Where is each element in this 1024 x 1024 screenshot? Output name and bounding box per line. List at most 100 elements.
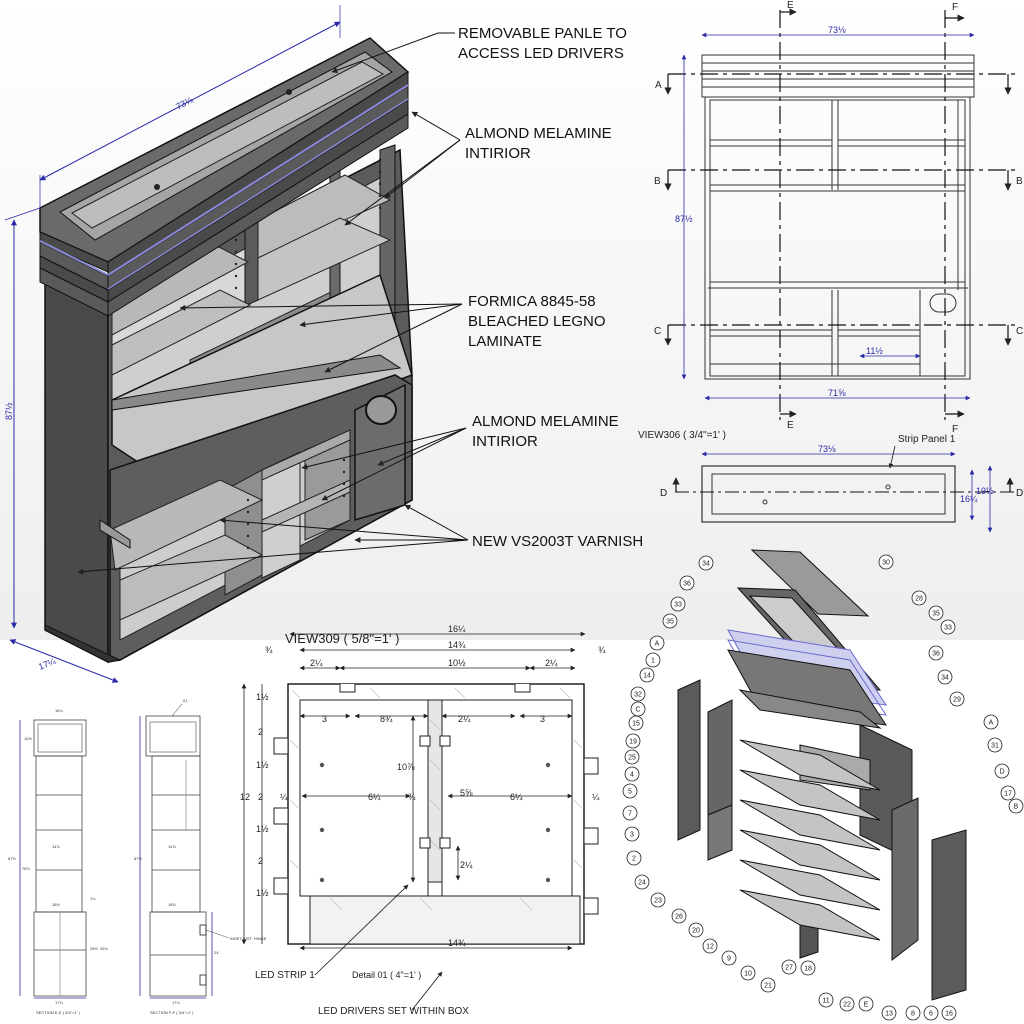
balloon-23: 23 <box>650 892 666 908</box>
balloon-25: 25 <box>624 749 640 765</box>
balloon-29: 29 <box>949 691 965 707</box>
balloon-A: A <box>983 714 999 730</box>
callout-formica-1: FORMICA 8845-58 <box>468 293 596 310</box>
balloon-label: 32 <box>634 692 642 699</box>
callout-almond-1: ALMOND MELAMINE <box>465 125 612 142</box>
ff-label: SECTION F-F ( 3/4"=1' ) <box>150 1010 194 1015</box>
section-ee <box>19 719 87 999</box>
top-view-d2: 19½ <box>976 486 994 496</box>
v309-h3: 5⅝ <box>460 788 473 798</box>
front-dimensions: 73⅛ 87½ 71⅝ 11½ <box>675 25 975 401</box>
front-bottom-dim: 71⅝ <box>828 388 846 398</box>
balloon-label: 5 <box>628 789 632 796</box>
balloon-33: 33 <box>940 619 956 635</box>
ee-dim-2: 87½ <box>8 856 16 861</box>
balloon-label: 22 <box>843 1002 851 1009</box>
v309-left-q: ¼ <box>280 792 288 802</box>
balloon-label: 31 <box>991 743 999 750</box>
balloon-label: 36 <box>683 581 691 588</box>
sec-d-right: D <box>1016 488 1023 499</box>
front-section-lines: E F E F A B B C C <box>654 0 1023 435</box>
balloon-label: 29 <box>953 697 961 704</box>
balloon-34: 34 <box>937 669 953 685</box>
v309-top-inner: 14¾ <box>448 640 466 650</box>
sec-b-left: B <box>654 176 661 187</box>
balloon-label: A <box>989 720 994 727</box>
v309-mid-h: 10⅞ <box>397 762 415 772</box>
callout-almond2-1: ALMOND MELAMINE <box>472 413 619 430</box>
balloon-label: 24 <box>638 880 646 887</box>
balloon-label: E <box>864 1002 869 1009</box>
v309-r1: 3 <box>322 714 327 724</box>
v309-v6: 2 <box>258 856 263 866</box>
balloon-8: 8 <box>905 1005 921 1021</box>
v309-r4: 3 <box>540 714 545 724</box>
balloon-B: B <box>1008 798 1024 814</box>
v309-v1: 1½ <box>256 692 269 702</box>
v309-height: 12 <box>240 792 250 802</box>
v309-detail: Detail 01 ( 4"=1' ) <box>352 970 421 980</box>
v309-h4: 6¼ <box>510 792 523 802</box>
sec-c-right: C <box>1016 326 1023 337</box>
v309-left-edge: ¾ <box>265 645 273 655</box>
v309-c1: 2¼ <box>310 658 323 668</box>
v309-c2: 10½ <box>448 658 466 668</box>
v309-top-total: 16¼ <box>448 624 466 634</box>
balloon-label: 4 <box>630 772 634 779</box>
balloon-36: 36 <box>679 575 695 591</box>
balloon-label: 18 <box>804 966 812 973</box>
balloon-label: 20 <box>692 928 700 935</box>
callout-formica-3: LAMINATE <box>468 333 542 350</box>
balloon-label: 34 <box>941 675 949 682</box>
v309-r3: 2¼ <box>458 714 471 724</box>
ff-dim-10: 24 <box>214 950 219 955</box>
balloon-label: 23 <box>654 898 662 905</box>
v309-led-strip: LED STRIP 1 <box>255 970 315 981</box>
iso-callouts: REMOVABLE PANLE TO ACCESS LED DRIVERS AL… <box>77 25 643 575</box>
balloon-label: 3 <box>630 832 634 839</box>
balloon-label: 11 <box>822 998 829 1005</box>
balloon-20: 20 <box>688 922 704 938</box>
sec-e-bot: E <box>787 420 794 431</box>
v309-v3: 1½ <box>256 760 269 770</box>
balloon-19: 19 <box>625 733 641 749</box>
balloon-label: 26 <box>675 914 683 921</box>
ee-dim-3: 78⅞ <box>22 866 30 871</box>
balloon-label: 35 <box>932 611 940 618</box>
balloon-10: 10 <box>740 965 756 981</box>
balloon-35: 35 <box>662 613 678 629</box>
balloon-21: 21 <box>760 977 776 993</box>
sec-d-left: D <box>660 488 667 499</box>
v309-low: 2¼ <box>460 860 473 870</box>
balloon-4: 4 <box>624 766 640 782</box>
balloon-label: 33 <box>944 625 952 632</box>
v309-led-drivers: LED DRIVERS SET WITHIN BOX <box>318 1006 469 1017</box>
balloon-label: 2 <box>632 856 636 863</box>
balloon-label: 8 <box>911 1011 915 1018</box>
ff-dim-2: 87½ <box>134 856 142 861</box>
sec-b-right: B <box>1016 176 1023 187</box>
view309: VIEW309 ( 5/8"=1' ) 16¼ 14¾ ¾ ¾ 2¼ 10½ 2… <box>240 624 606 1017</box>
balloon-3: 3 <box>624 826 640 842</box>
balloon-28: 28 <box>911 590 927 606</box>
balloon-22: 22 <box>839 996 855 1012</box>
balloon-9: 9 <box>721 950 737 966</box>
ee-dim-5: 18⅝ <box>52 902 60 907</box>
callout-removable-1: REMOVABLE PANLE TO <box>458 25 627 42</box>
v309-v4: 2 <box>258 792 263 802</box>
balloon-15: 15 <box>628 715 644 731</box>
balloon-label: 6 <box>929 1011 933 1018</box>
balloon-label: 33 <box>674 602 682 609</box>
v309-bottom: 14¾ <box>448 938 466 948</box>
balloon-31: 31 <box>987 737 1003 753</box>
v309-right-edge: ¾ <box>598 645 606 655</box>
sec-c-left: C <box>654 326 661 337</box>
top-view: VIEW306 ( 3/4"=1' ) Strip Panel 1 73⅛ D … <box>638 430 1023 533</box>
exploded-view <box>677 549 967 1001</box>
balloon-A: A <box>649 635 665 651</box>
balloon-5: 5 <box>622 783 638 799</box>
balloon-30: 30 <box>878 554 894 570</box>
